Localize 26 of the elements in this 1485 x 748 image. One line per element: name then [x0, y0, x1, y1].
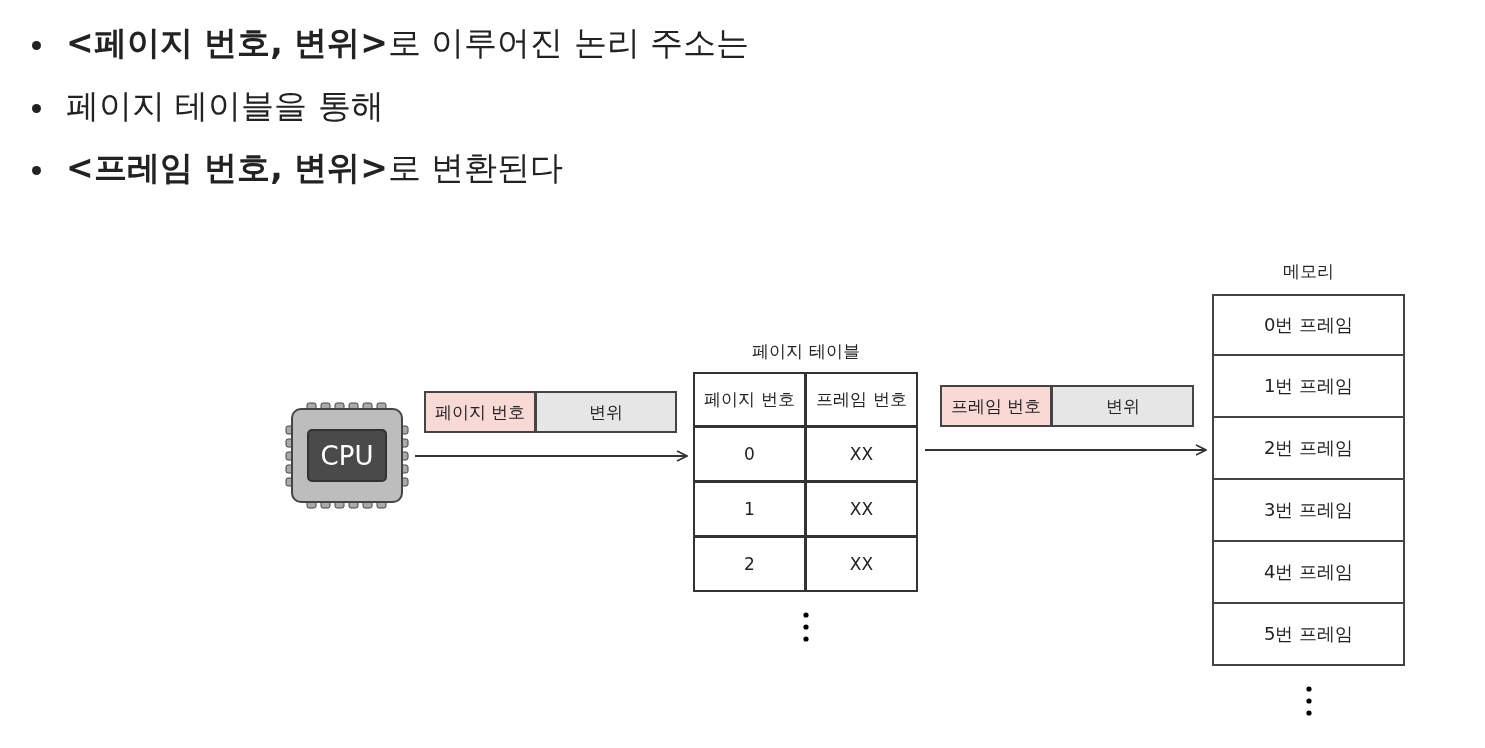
table-cell: 2: [693, 536, 806, 592]
table-cell: 0: [693, 426, 806, 482]
table-cell: XX: [805, 481, 918, 537]
memory-frame: 1번 프레임: [1212, 354, 1405, 418]
address-field: 페이지 번호: [424, 391, 536, 433]
memory-title: 메모리: [1282, 260, 1335, 283]
memory-frame: 5번 프레임: [1212, 602, 1405, 666]
header-cell: 페이지 번호: [693, 372, 806, 427]
header-cell: 프레임 번호: [805, 372, 918, 427]
address-field: 변위: [1051, 385, 1194, 427]
table-cell: XX: [805, 536, 918, 592]
address-field: 변위: [535, 391, 677, 433]
arrow: [414, 450, 688, 462]
bullet-text: 페이지 테이블을 통해: [66, 86, 384, 126]
memory-frame: 4번 프레임: [1212, 540, 1405, 604]
address-field: 프레임 번호: [940, 385, 1052, 427]
table-cell: 1: [693, 481, 806, 537]
memory-frame: 0번 프레임: [1212, 294, 1405, 356]
bullet-text: <페이지 번호, 변위>로 이루어진 논리 주소는: [66, 23, 750, 63]
table-cell: XX: [805, 426, 918, 482]
bullet-text: <프레임 번호, 변위>로 변환된다: [66, 148, 564, 188]
memory-frame: 2번 프레임: [1212, 416, 1405, 480]
arrow: [924, 444, 1207, 456]
memory-frame: 3번 프레임: [1212, 478, 1405, 542]
table-title: 페이지 테이블: [751, 340, 861, 363]
chip-label: CPU: [319, 439, 375, 473]
